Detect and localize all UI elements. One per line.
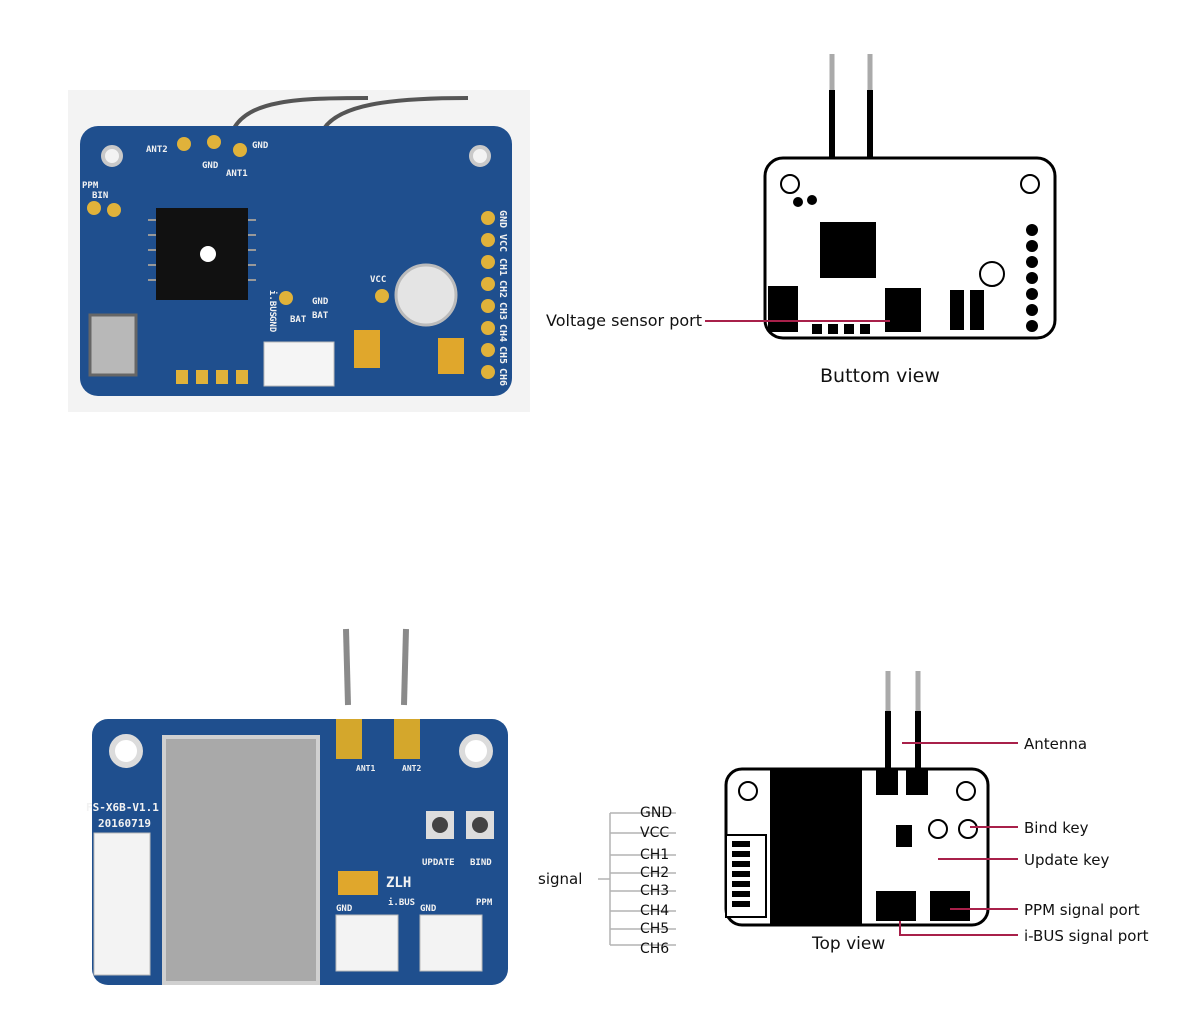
pin-ch6: CH6	[640, 941, 669, 957]
ppm-port-label: PPM signal port	[1024, 901, 1140, 919]
silk-ch6: CH6	[497, 368, 508, 386]
silk-gnd-2: GND	[252, 141, 269, 151]
bottom-view-label: Buttom view	[820, 365, 940, 387]
brand-label: ZLH	[386, 875, 411, 891]
pin-ch2: CH2	[640, 865, 669, 881]
top-side-photo: FS-X6B-V1.1 20160719 ZLH ANT1 ANT2 UPDAT…	[80, 625, 520, 1000]
silk-ibus: i.BUS	[267, 290, 278, 317]
silk-ant2: ANT2	[146, 145, 168, 155]
voltage-sensor-port-label: Voltage sensor port	[546, 311, 702, 330]
silk-ch4: CH4	[497, 324, 508, 342]
update-key-label: Update key	[1024, 851, 1109, 869]
bottom-view-diagram: Voltage sensor port Buttom view	[540, 50, 1080, 400]
silk-vcc-2: VCC	[370, 275, 386, 285]
antenna-label: Antenna	[1024, 735, 1087, 753]
silk-gnd-1: GND	[202, 161, 219, 171]
bind-label: BIND	[470, 858, 492, 868]
gnd-label-1: GND	[336, 904, 353, 914]
pin-ch5: CH5	[640, 921, 669, 937]
silk-bin: BIN	[92, 191, 108, 201]
top-view-diagram: Antenna Bind key Update key PPM signal p…	[530, 665, 1180, 965]
pin-ch1: CH1	[640, 847, 669, 863]
top-view-label: Top view	[811, 934, 885, 954]
pin-gnd: GND	[640, 805, 672, 821]
gnd-label-2: GND	[420, 904, 437, 914]
ibus-label: i.BUS	[388, 897, 415, 908]
silk-gnd-3: GND	[497, 210, 508, 228]
pin-vcc: VCC	[640, 825, 669, 841]
silk-ch5: CH5	[497, 346, 508, 364]
silk-ch3: CH3	[497, 302, 508, 320]
bind-key-label: Bind key	[1024, 819, 1089, 837]
ppm-label: PPM	[476, 898, 493, 908]
silk-ppm: PPM	[82, 181, 99, 191]
ibus-port-label: i-BUS signal port	[1024, 927, 1149, 945]
ant1-label: ANT1	[356, 764, 375, 773]
bottom-side-photo: ANT2 GND GND ANT1 PPM BIN GND VCC CH1 CH…	[68, 90, 530, 412]
silk-gnd-5: GND	[312, 297, 329, 307]
silk-ant1: ANT1	[226, 169, 248, 179]
signal-label: signal	[538, 870, 582, 888]
pin-ch3: CH3	[640, 883, 669, 899]
silk-vcc-1: VCC	[497, 234, 508, 252]
ant2-label: ANT2	[402, 764, 421, 773]
silk-ch2: CH2	[497, 280, 508, 298]
silk-ch1: CH1	[497, 258, 508, 276]
model-label: FS-X6B-V1.1	[86, 801, 159, 814]
silk-bat-2: BAT	[312, 311, 329, 321]
silk-gnd-4: GND	[267, 316, 277, 333]
silk-bat-1: BAT	[290, 315, 307, 325]
update-label: UPDATE	[422, 858, 455, 868]
pin-ch4: CH4	[640, 903, 669, 919]
date-label: 20160719	[98, 817, 151, 830]
